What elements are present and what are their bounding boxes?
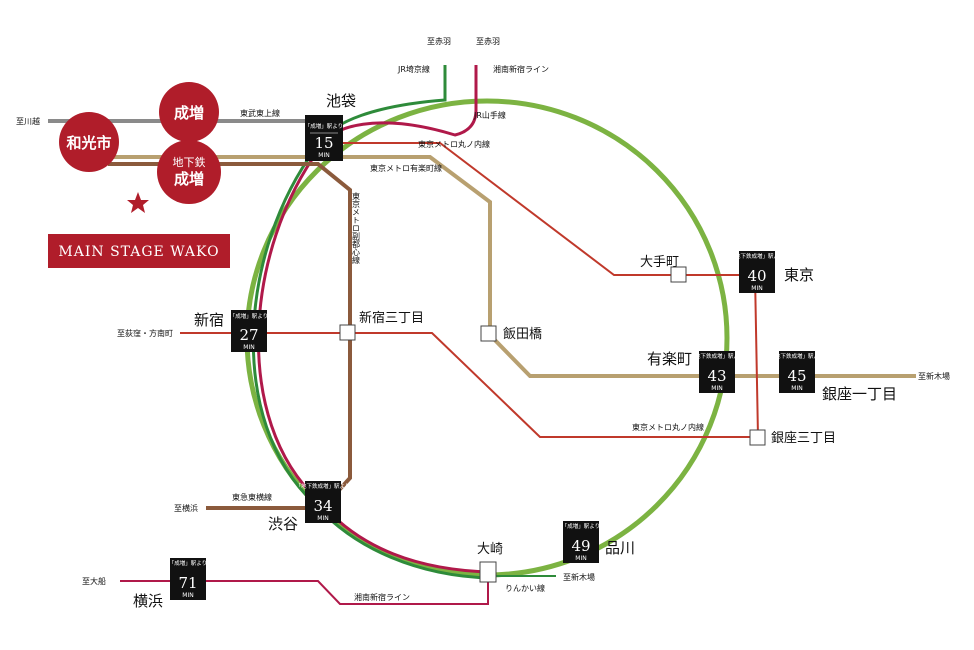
- svg-text:34: 34: [313, 497, 332, 515]
- line-marunouchi-north: 東京メトロ丸ノ内線: [418, 139, 490, 149]
- line-fukutoshin: 東京メトロ副都心線: [352, 191, 361, 264]
- svg-text:東京メトロ副都心線: 東京メトロ副都心線: [352, 191, 361, 264]
- svg-text:「成増」駅より: 「成増」駅より: [169, 559, 207, 567]
- badge-yokohama: 「成増」駅より 71 MIN: [169, 558, 207, 600]
- station-ginza-itchome: 銀座一丁目: [822, 385, 897, 403]
- svg-text:MIN: MIN: [182, 592, 193, 599]
- badge-shibuya: 「地下鉄成増」駅より 34 MIN: [296, 481, 351, 523]
- svg-text:「地下鉄成増」駅より: 「地下鉄成増」駅より: [296, 482, 351, 490]
- marunouchi-line-north: [325, 142, 759, 438]
- chikatetsu-narimasu-label-2: 成増: [174, 170, 204, 188]
- svg-text:43: 43: [707, 367, 726, 385]
- station-shinjuku-sanchome: 新宿三丁目: [359, 310, 424, 326]
- badge-ginza-itchome: 「地下鉄成増」駅より 45 MIN: [770, 351, 825, 393]
- circle-chikatetsu-narimasu: [157, 140, 221, 204]
- transfer-ginza-sanchome: [749, 429, 766, 446]
- dest-ofuna: 至大船: [82, 576, 106, 586]
- narimasu-label: 成増: [174, 104, 204, 122]
- dest-kawagoe: 至川越: [16, 116, 40, 126]
- station-ginza-sanchome: 銀座三丁目: [771, 431, 836, 446]
- station-iidabashi: 飯田橋: [503, 327, 542, 342]
- dest-akabane-saikyo: 至赤羽: [427, 37, 451, 46]
- svg-text:40: 40: [747, 267, 766, 285]
- circle-wakoshi: [59, 112, 119, 172]
- svg-text:MIN: MIN: [575, 555, 586, 562]
- transfer-otemachi: [670, 266, 687, 283]
- svg-text:「成増」駅より: 「成増」駅より: [230, 312, 268, 320]
- svg-text:MIN: MIN: [318, 152, 329, 159]
- station-ikebukuro: 池袋: [326, 92, 356, 110]
- yurakucho-line: [108, 155, 916, 378]
- svg-text:MIN: MIN: [243, 344, 254, 351]
- station-otemachi: 大手町: [640, 255, 679, 270]
- station-tokyo: 東京: [784, 266, 814, 284]
- svg-text:49: 49: [571, 537, 590, 555]
- station-yokohama: 横浜: [133, 592, 163, 610]
- line-jr-saikyo: JR埼京線: [397, 64, 430, 74]
- svg-text:「成増」駅より: 「成増」駅より: [305, 122, 343, 130]
- line-rinkai: りんかい線: [505, 583, 545, 593]
- chikatetsu-narimasu-label-1: 地下鉄: [173, 155, 206, 169]
- svg-text:45: 45: [787, 367, 806, 385]
- badge-shinagawa: 「成増」駅より 49 MIN: [562, 521, 600, 563]
- svg-text:「地下鉄成増」駅より: 「地下鉄成増」駅より: [770, 352, 825, 360]
- wakoshi-label: 和光市: [66, 134, 111, 152]
- badge-tokyo: 「地下鉄成増」駅より 40 MIN: [730, 251, 785, 293]
- line-tobu-tojo: 東武東上線: [240, 108, 280, 118]
- transfer-iidabashi: [480, 325, 497, 342]
- dest-akabane-shonan: 至赤羽: [476, 37, 500, 46]
- svg-text:MIN: MIN: [751, 285, 762, 292]
- line-marunouchi-south: 東京メトロ丸ノ内線: [632, 422, 704, 432]
- brand-plate: [48, 234, 230, 268]
- marunouchi-line-west: [180, 332, 758, 438]
- svg-text:「成増」駅より: 「成増」駅より: [562, 522, 600, 530]
- shonan-shinjuku-south: [120, 575, 489, 605]
- line-shonan-shinjuku-south: 湘南新宿ライン: [354, 592, 410, 602]
- station-shibuya: 渋谷: [268, 515, 298, 533]
- station-osaki: 大崎: [477, 542, 503, 557]
- circle-narimasu: [159, 82, 219, 142]
- brand-label: MAIN STAGE WAKO: [58, 244, 219, 260]
- dest-shinkiba-yurakucho: 至新木場: [918, 371, 950, 381]
- dest-shinkiba-rinkai: 至新木場: [563, 572, 595, 582]
- svg-text:27: 27: [239, 326, 258, 344]
- dest-ogikubo: 至荻窪・方南町: [117, 328, 173, 338]
- svg-text:MIN: MIN: [317, 515, 328, 522]
- svg-text:MIN: MIN: [791, 385, 802, 392]
- transfer-shinjuku-sanchome: [339, 324, 356, 341]
- station-shinagawa: 品川: [605, 539, 635, 557]
- svg-text:「地下鉄成増」駅より: 「地下鉄成増」駅より: [730, 252, 785, 260]
- line-jr-yamanote: JR山手線: [473, 110, 506, 120]
- badge-yurakucho: 「地下鉄成増」駅より 43 MIN: [690, 351, 745, 393]
- svg-text:「地下鉄成増」駅より: 「地下鉄成増」駅より: [690, 352, 745, 360]
- svg-text:71: 71: [178, 574, 197, 592]
- transfer-osaki: [479, 561, 497, 583]
- line-toyoko: 東急東横線: [232, 492, 272, 502]
- line-yurakucho: 東京メトロ有楽町線: [370, 163, 442, 173]
- line-shonan-shinjuku-north: 湘南新宿ライン: [493, 64, 549, 74]
- badge-shinjuku: 「成増」駅より 27 MIN: [230, 310, 268, 352]
- badge-ikebukuro: 「成増」駅より 15 MIN: [305, 115, 343, 161]
- svg-text:15: 15: [314, 134, 333, 152]
- svg-text:MIN: MIN: [711, 385, 722, 392]
- station-shinjuku: 新宿: [194, 311, 224, 329]
- shonan-shinjuku-line: [256, 65, 491, 574]
- dest-yokohama: 至横浜: [174, 503, 198, 513]
- star-icon: [127, 192, 149, 213]
- fukutoshin-line: [108, 162, 352, 502]
- station-yurakucho: 有楽町: [647, 350, 692, 368]
